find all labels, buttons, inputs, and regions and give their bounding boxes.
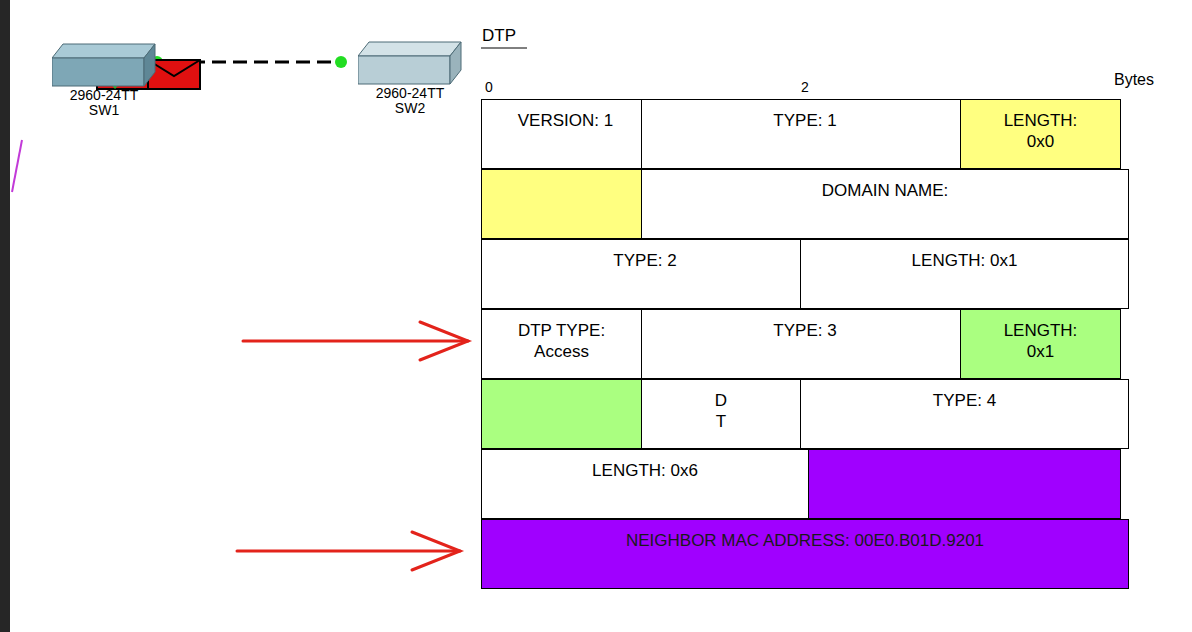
field-label: VERSION: 1 — [482, 110, 649, 131]
model-label: 2960-24TT — [344, 86, 476, 101]
dtp-field: D T — [641, 379, 801, 449]
red-arrow — [237, 532, 460, 570]
dtp-field: LENGTH: 0x1 — [800, 239, 1129, 309]
field-label: TYPE: 3 — [642, 320, 968, 341]
switch-icon — [358, 38, 462, 86]
dtp-field: LENGTH: 0x1 — [960, 309, 1121, 379]
device-name: SW1 — [38, 103, 170, 118]
dtp-field: LENGTH: 0x0 — [960, 99, 1121, 169]
field-label: NEIGHBOR MAC ADDRESS: 00E0.B01D.9201 — [482, 530, 1128, 551]
field-label: TYPE: 2 — [482, 250, 808, 271]
switch-node: 2960-24TTSW2 — [344, 38, 476, 122]
axis-unit: Bytes — [1114, 71, 1154, 89]
field-label: TYPE: 1 — [642, 110, 968, 131]
dtp-field: TYPE: 1 — [641, 99, 969, 169]
dtp-field: TYPE: 3 — [641, 309, 969, 379]
byte-offset: 2 — [801, 79, 809, 95]
field-fill — [800, 449, 1121, 519]
field-fill — [481, 169, 642, 239]
red-arrow — [243, 322, 468, 360]
dtp-field: TYPE: 2 — [481, 239, 809, 309]
window-edge — [0, 0, 10, 632]
title: DTP — [482, 26, 516, 46]
switch-icon — [52, 40, 156, 88]
field-label: D T — [714, 390, 728, 432]
device-name: SW2 — [344, 101, 476, 116]
dtp-field: DOMAIN NAME: — [641, 169, 1129, 239]
field-label: LENGTH: 0x0 — [996, 110, 1086, 152]
field-label: TYPE: 4 — [801, 390, 1128, 411]
title-underline — [481, 48, 527, 49]
field-label: LENGTH: 0x6 — [482, 460, 808, 481]
model-label: 2960-24TT — [38, 88, 170, 103]
byte-offset: 0 — [485, 79, 493, 95]
field-label: DTP TYPE: Access — [507, 320, 617, 362]
switch-node: 2960-24TTSW1 — [38, 40, 170, 124]
link-dot — [335, 56, 347, 68]
dtp-field: VERSION: 1 — [481, 99, 650, 169]
field-fill — [481, 379, 642, 449]
dtp-field: TYPE: 4 — [800, 379, 1129, 449]
field-label: DOMAIN NAME: — [642, 180, 1128, 201]
stray-line — [12, 140, 22, 192]
field-label: LENGTH: 0x1 — [801, 250, 1128, 271]
dtp-field: LENGTH: 0x6 — [481, 449, 809, 519]
dtp-field: NEIGHBOR MAC ADDRESS: 00E0.B01D.9201 — [481, 519, 1129, 589]
dtp-field: DTP TYPE: Access — [481, 309, 642, 379]
field-label: LENGTH: 0x1 — [996, 320, 1086, 362]
